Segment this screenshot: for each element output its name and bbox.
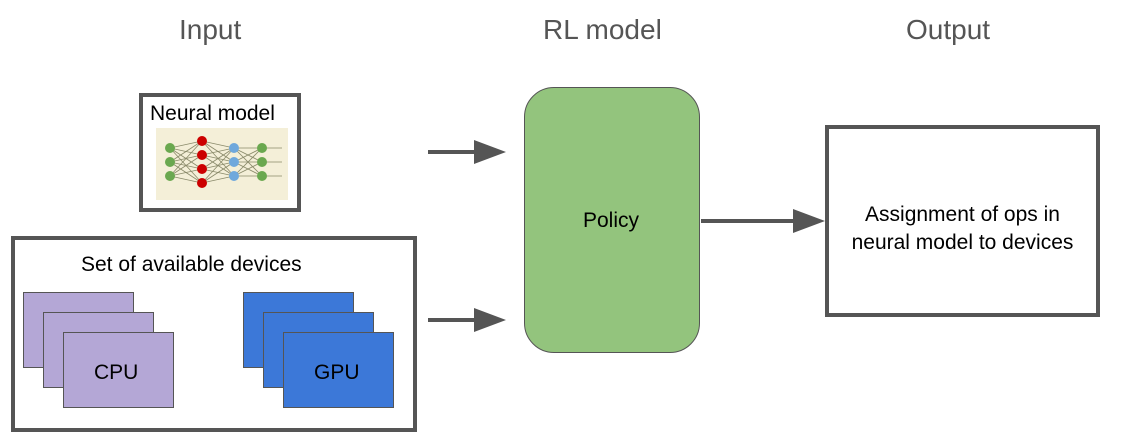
- nn-edge: [169, 168, 203, 177]
- output-header: Output: [906, 14, 991, 45]
- output-box: Assignment of ops in neural model to dev…: [825, 125, 1100, 317]
- nn-node: [229, 171, 239, 181]
- nn-node: [165, 157, 175, 167]
- nn-edge: [169, 140, 203, 149]
- arrow-policy-to-output: [701, 209, 825, 233]
- nn-node: [197, 136, 207, 146]
- nn-edge: [201, 147, 235, 156]
- cpu-card-front: CPU: [63, 332, 174, 408]
- rl-model-header: RL model: [543, 14, 662, 45]
- cpu-label: CPU: [94, 361, 139, 384]
- arrow-neural-to-policy: [428, 140, 506, 164]
- input-header: Input: [179, 14, 242, 45]
- nn-node: [165, 143, 175, 153]
- nn-edge: [233, 161, 263, 177]
- nn-node: [165, 171, 175, 181]
- gpu-label: GPU: [314, 361, 360, 384]
- nn-edge: [233, 147, 263, 163]
- nn-edge: [169, 154, 203, 177]
- nn-node: [257, 143, 267, 153]
- nn-edge: [169, 140, 203, 177]
- arrow-devices-to-policy: [428, 308, 506, 332]
- nn-node: [197, 164, 207, 174]
- nn-edge: [201, 147, 235, 184]
- nn-edge: [201, 175, 235, 184]
- nn-node: [197, 178, 207, 188]
- nn-edge: [169, 175, 203, 184]
- output-text-line1: Assignment of ops in: [865, 203, 1060, 226]
- nn-edge: [233, 147, 263, 177]
- nn-node: [257, 157, 267, 167]
- gpu-card-front: GPU: [283, 332, 394, 408]
- nn-node: [229, 157, 239, 167]
- policy-box: Policy: [524, 87, 700, 353]
- nn-node: [197, 150, 207, 160]
- output-text: Assignment of ops in neural model to dev…: [829, 201, 1096, 257]
- neural-network-graphic: [165, 136, 282, 188]
- devices-label: Set of available devices: [81, 253, 302, 276]
- nn-edge: [201, 161, 235, 184]
- nn-node: [229, 143, 239, 153]
- nn-edge: [201, 140, 235, 149]
- nn-node: [257, 171, 267, 181]
- policy-label: Policy: [583, 209, 640, 232]
- nn-edge: [201, 147, 235, 170]
- nn-edge: [169, 140, 203, 163]
- output-text-line2: neural model to devices: [851, 231, 1074, 254]
- neural-network-icon: [156, 128, 288, 200]
- neural-model-label: Neural model: [150, 102, 275, 125]
